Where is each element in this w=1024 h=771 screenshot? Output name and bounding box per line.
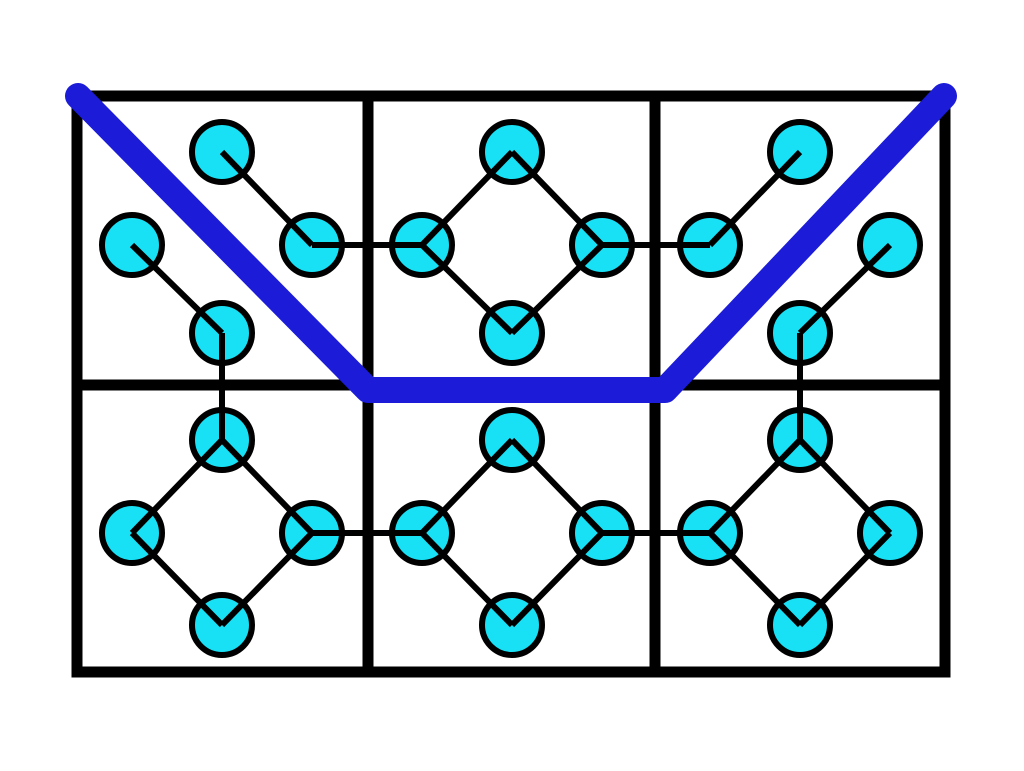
edge-stub-n3-left <box>129 509 156 536</box>
edge-stub-n1-right <box>578 242 605 269</box>
edge-stub-n4-top <box>509 437 536 464</box>
edge-stub-n3-bottom <box>198 601 225 628</box>
edge-stub-n1-top <box>509 149 536 176</box>
edge-stub-n5-bottom <box>776 601 803 628</box>
edge-stub-n1-right <box>578 221 605 248</box>
edge-stub-n3-left <box>129 530 156 557</box>
edge-stub-n5-left <box>707 509 734 536</box>
edge-stub-n4-left <box>419 530 446 557</box>
edge-stub-n0-bottom <box>198 309 225 336</box>
edge-stub-n3-bottom <box>219 601 246 628</box>
edge-stub-n5-top <box>776 437 803 464</box>
edge-stub-n4-bottom <box>488 601 515 628</box>
edge-stub-n5-top <box>797 437 824 464</box>
edge-stub-n5-bottom <box>797 601 824 628</box>
edge-stub-n1-bottom <box>509 309 536 336</box>
edge-stub-n2-right <box>866 242 893 269</box>
edge-stub-n4-left <box>419 509 446 536</box>
edge-stub-n3-right <box>288 530 315 557</box>
blue-v-path <box>65 83 957 403</box>
edge-stub-n5-right <box>866 530 893 557</box>
edge-stub-n4-top <box>488 437 515 464</box>
edge-stub-n0-right <box>288 221 315 248</box>
edge-stub-n2-left <box>707 221 734 248</box>
edge-stub-n3-top <box>198 437 225 464</box>
nodes-layer <box>99 119 923 658</box>
edge-stub-n3-right <box>288 509 315 536</box>
edge-stub-n1-left <box>419 221 446 248</box>
edge-stub-n3-top <box>219 437 246 464</box>
edge-stub-n5-right <box>866 509 893 536</box>
edge-stub-n1-left <box>419 242 446 269</box>
edge-stub-n4-right <box>578 530 605 557</box>
edge-stub-n4-right <box>578 509 605 536</box>
highlight-path-layer <box>65 83 957 403</box>
edge-stub-n2-top <box>776 149 803 176</box>
edge-stub-n0-top <box>219 149 246 176</box>
edge-stub-n1-top <box>488 149 515 176</box>
edge-stub-n4-bottom <box>509 601 536 628</box>
edge-stub-n2-bottom <box>797 309 824 336</box>
edge-stub-n0-left <box>129 242 156 269</box>
edge-stub-n5-left <box>707 530 734 557</box>
edge-stub-n1-bottom <box>488 309 515 336</box>
